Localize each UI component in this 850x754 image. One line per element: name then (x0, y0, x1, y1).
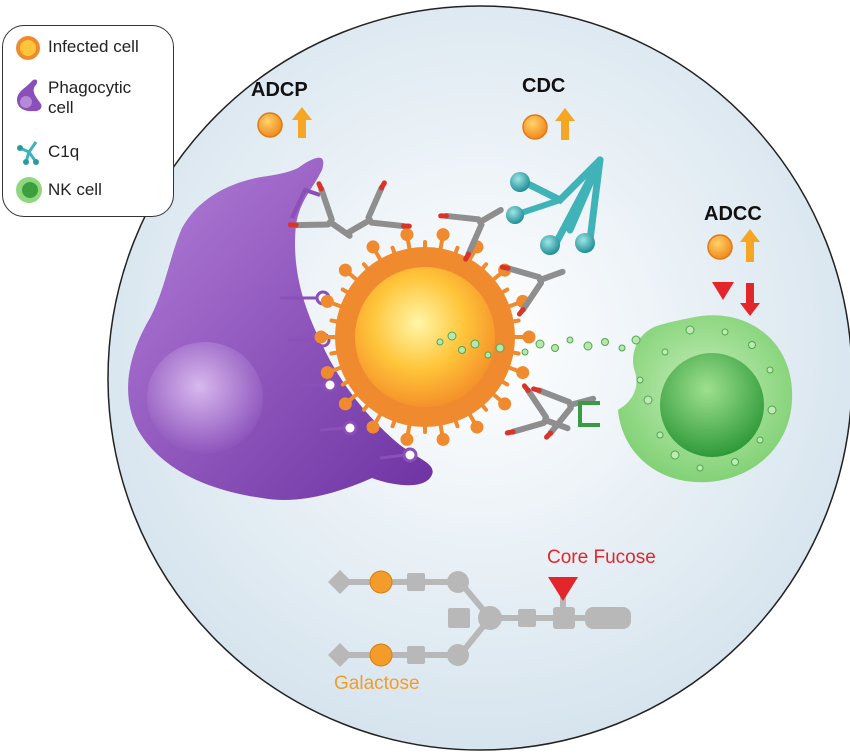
phagocytic-cell (128, 157, 433, 500)
core-fucose-label: Core Fucose (547, 547, 656, 568)
cdc-indicator (522, 108, 575, 140)
adcp-label: ADCP (251, 79, 308, 101)
core-fucose-residue (548, 577, 578, 601)
cdc-label: CDC (522, 75, 566, 97)
adcc-indicator (707, 229, 760, 316)
infected-cell (314, 228, 536, 446)
galactose-residue (369, 643, 393, 667)
legend-label-c1q: C1q (48, 142, 80, 161)
legend: Infected cell Phagocytic cell C1q NK cel… (2, 25, 174, 217)
core-fucose-marker-adcc (712, 282, 734, 300)
nk-nucleus (660, 353, 764, 457)
legend-label-infected-cell: Infected cell (48, 37, 139, 56)
galactose-residue (369, 570, 393, 594)
phagocytic-nucleus (147, 342, 263, 454)
infected-cell-icon (16, 36, 40, 60)
galactose-label: Galactose (334, 673, 420, 694)
legend-label-nk-cell: NK cell (48, 180, 102, 199)
adcc-label: ADCC (704, 203, 762, 225)
granule-stream (436, 331, 641, 359)
glycan-structure (328, 570, 631, 667)
c1q-complex (506, 156, 604, 255)
c1q-icon (17, 141, 39, 165)
phagocytic-cell-icon (17, 79, 42, 112)
legend-label-phagocytic-cell: Phagocytic cell (48, 78, 132, 117)
nk-cell-icon (16, 177, 42, 203)
nk-cell (578, 315, 793, 483)
adcp-indicator (257, 107, 312, 138)
